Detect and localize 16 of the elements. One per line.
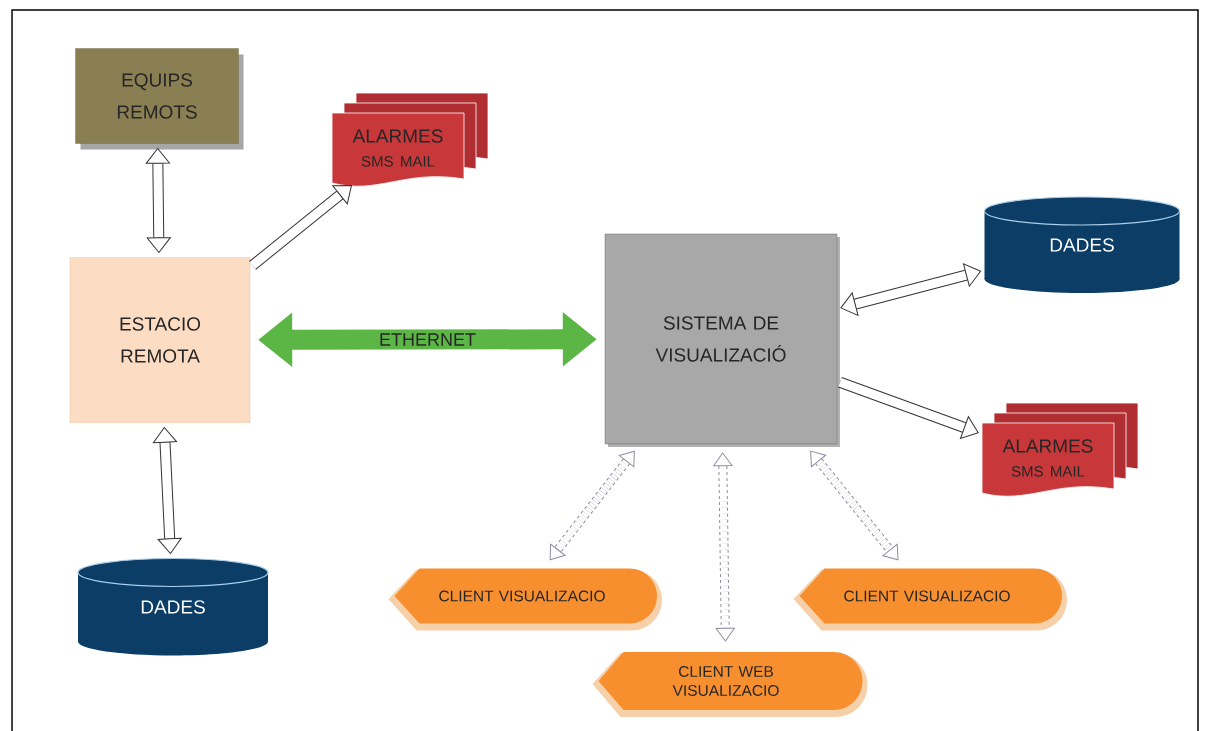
dashed-arrow [713,452,735,642]
edge-label: ETHERNET [378,332,477,347]
equipment-box: EQUIPS REMOTS [75,48,244,150]
station-box: ESTACIO REMOTA [69,257,251,423]
alarm-documents: ALARMES SMS MAIL [331,92,489,187]
block-arrow [145,148,171,253]
block-arrow [840,263,982,316]
block-arrow [249,185,352,270]
block-arrow [838,377,979,439]
database-cylinder: DADES [77,557,269,656]
dashed-arrow [549,450,635,561]
system-box: SISTEMA DE VISUALIZACIÓ [604,233,840,447]
block-arrow [152,427,182,554]
database-cylinder: DADES [983,196,1181,293]
alarm-documents: ALARMES SMS MAIL [981,402,1139,497]
dashed-arrow [810,450,899,561]
